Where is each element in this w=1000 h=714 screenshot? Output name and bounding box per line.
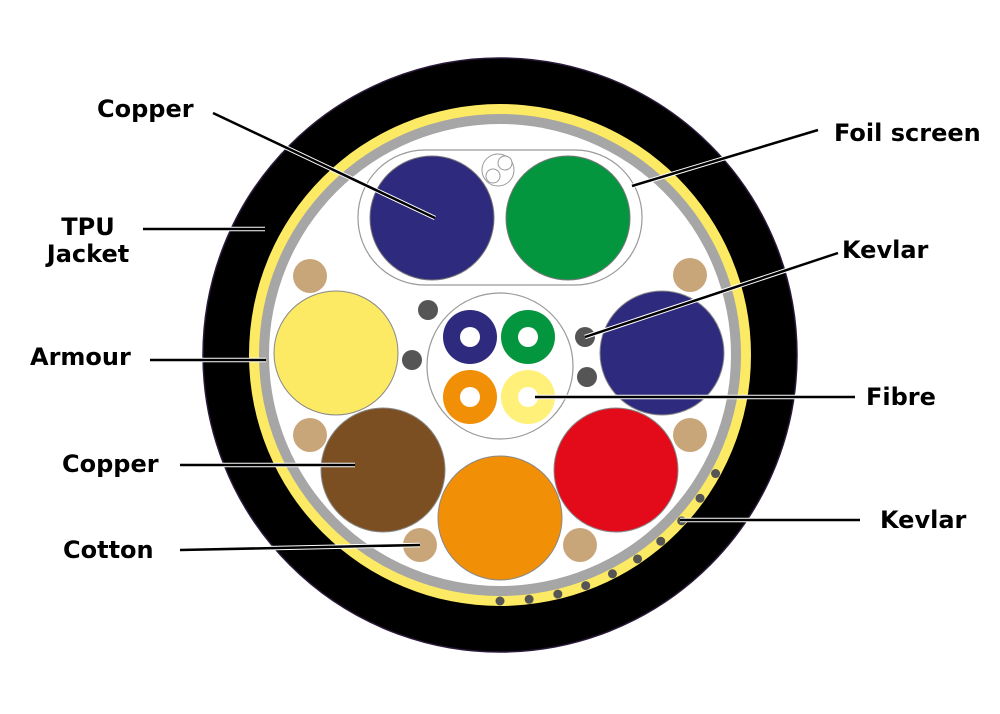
label-cotton: Cotton <box>63 536 154 564</box>
kevlar-strand-dot <box>607 569 617 579</box>
label-fibre: Fibre <box>866 383 936 411</box>
kevlar-strand-dot <box>711 469 721 479</box>
small-conductor <box>497 155 513 171</box>
cotton-filler <box>293 259 327 293</box>
label-foil-screen: Foil screen <box>834 119 981 147</box>
label-kevlar-bottom: Kevlar <box>880 506 967 534</box>
label-kevlar-top: Kevlar <box>842 236 929 264</box>
kevlar-strand-dot <box>553 589 563 599</box>
kevlar-strand-dot <box>656 536 666 546</box>
label-tpu: TPU <box>61 213 115 241</box>
conductor-yellow <box>273 290 399 416</box>
cotton-filler <box>673 418 707 452</box>
leader-line <box>631 128 819 188</box>
conductor-red <box>553 407 679 533</box>
label-tpu-jacket: TPU Jacket <box>44 214 132 268</box>
label-jacket: Jacket <box>46 240 130 268</box>
leader-line <box>179 543 421 552</box>
kevlar-dot <box>577 367 597 387</box>
fibre-core <box>460 387 480 407</box>
kevlar-dot <box>418 300 438 320</box>
cotton-filler <box>293 418 327 452</box>
label-copper-top: Copper <box>97 95 194 123</box>
small-conductor <box>485 168 501 184</box>
label-copper-bottom: Copper <box>62 450 159 478</box>
cotton-filler <box>563 528 597 562</box>
label-armour: Armour <box>30 343 131 371</box>
conductor-brown <box>320 407 446 533</box>
conductor-orange <box>437 455 563 581</box>
cotton-filler <box>673 258 707 292</box>
leader-line <box>212 111 436 220</box>
fibre-core <box>518 327 538 347</box>
fibre-tube <box>426 292 574 440</box>
kevlar-strand-dot <box>633 554 643 564</box>
kevlar-strand-dot <box>695 493 705 503</box>
kevlar-strand-dot <box>581 581 591 591</box>
fibre-core <box>460 327 480 347</box>
leader-line <box>584 251 839 339</box>
kevlar-strand-dot <box>495 596 505 606</box>
kevlar-strand-dot <box>524 594 534 604</box>
fibre-core <box>518 387 538 407</box>
kevlar-dot <box>402 350 422 370</box>
copper-conductor-green <box>505 155 631 281</box>
